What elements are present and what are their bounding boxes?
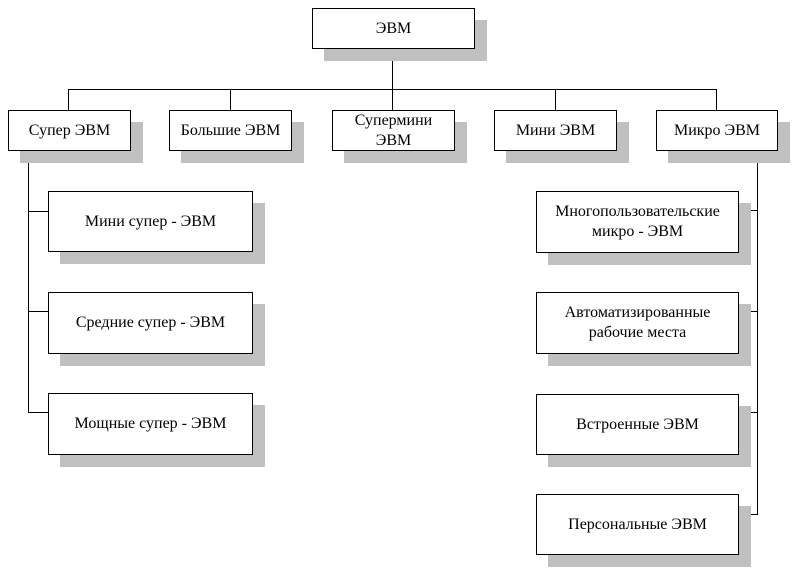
category-connector [555, 89, 556, 111]
category-label: Супер ЭВМ [28, 121, 111, 139]
super-child-label: Мини супер - ЭВМ [84, 212, 217, 230]
micro-child-label: Персональные ЭВМ [568, 515, 707, 533]
category-node-super: Супер ЭВМ [8, 110, 131, 151]
root-node: ЭВМ [312, 8, 475, 49]
super-branch-connector [28, 311, 48, 312]
micro-child-node: Встроенные ЭВМ [536, 394, 739, 455]
micro-branch-trunk [757, 150, 758, 515]
category-label: Большие ЭВМ [180, 121, 281, 139]
category-node-mini: Мини ЭВМ [494, 110, 617, 151]
super-child-node: Средние супер - ЭВМ [48, 292, 253, 354]
super-child-label: Мощные супер - ЭВМ [74, 415, 227, 432]
category-connector [716, 89, 717, 111]
root-connector [392, 48, 393, 90]
super-branch-connector [28, 412, 48, 413]
category-node-supermini: Супермини ЭВМ [332, 110, 455, 151]
super-branch-connector [28, 211, 48, 212]
category-label: Мини ЭВМ [515, 121, 596, 139]
root-label: ЭВМ [375, 19, 412, 37]
category-connector [230, 89, 231, 111]
category-label: Супермини ЭВМ [354, 111, 433, 149]
category-node-large: Большие ЭВМ [169, 110, 292, 151]
micro-child-node: Автоматизированные рабочие места [536, 292, 739, 354]
category-label: Микро ЭВМ [673, 121, 761, 139]
super-child-label: Средние супер - ЭВМ [75, 314, 226, 331]
super-child-node: Мини супер - ЭВМ [48, 191, 253, 252]
category-node-micro: Микро ЭВМ [656, 110, 778, 151]
micro-child-node: Многопользовательские микро - ЭВМ [536, 191, 739, 253]
micro-child-label: Автоматизированные рабочие места [564, 304, 711, 341]
micro-child-label: Многопользовательские микро - ЭВМ [555, 203, 720, 240]
super-branch-trunk [28, 150, 29, 412]
category-connector [68, 89, 69, 111]
micro-child-label: Встроенные ЭВМ [576, 415, 699, 433]
micro-child-node: Персональные ЭВМ [536, 494, 739, 555]
super-child-node: Мощные супер - ЭВМ [48, 393, 253, 455]
category-connector [392, 89, 393, 111]
